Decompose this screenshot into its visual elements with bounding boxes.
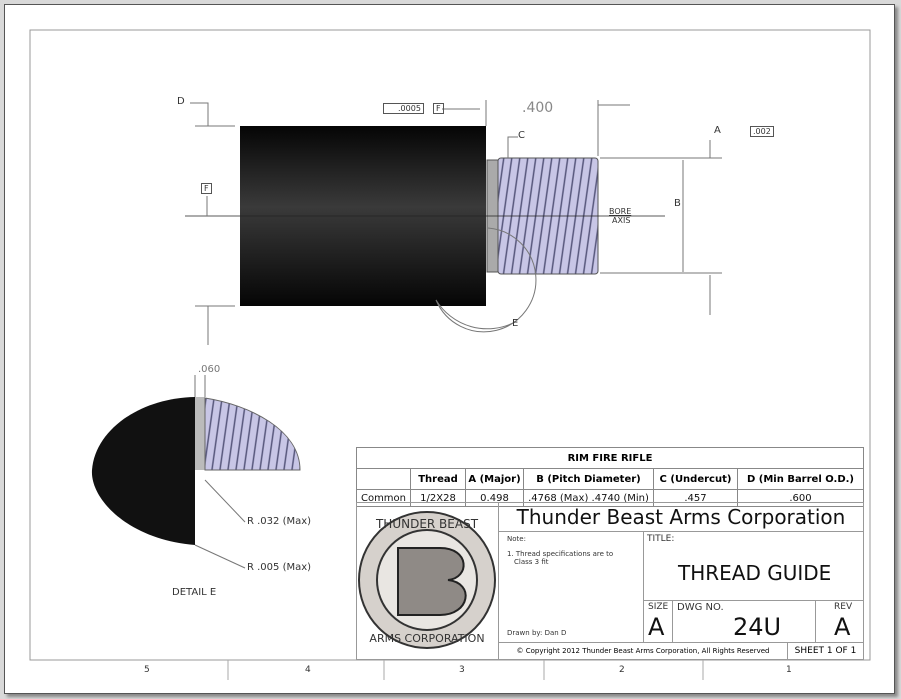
flatness-tolerance: .0005 <box>383 103 424 114</box>
col-header: B (Pitch Diameter) <box>523 468 654 490</box>
detail-barrel <box>91 397 195 545</box>
dim-length: .400 <box>522 100 554 116</box>
note-cell: Note: 1. Thread specifications are to Cl… <box>498 531 644 643</box>
rev-value: A <box>834 613 851 641</box>
size-value: A <box>648 613 665 641</box>
drawn-by: Drawn by: Dan D <box>507 629 567 637</box>
col-header: C (Undercut) <box>653 468 738 490</box>
table-row: Common 1/2X28 0.498 .4768 (Max) .4740 (M… <box>356 489 864 507</box>
zone-5: 5 <box>144 665 150 675</box>
col-header: A (Major) <box>465 468 524 490</box>
dim-d: D <box>177 96 185 107</box>
inner-frame <box>29 29 871 661</box>
radius-2: R .005 (Max) <box>247 562 312 573</box>
note-label: Note: <box>507 535 526 543</box>
company-name: Thunder Beast Arms Corporation <box>498 502 864 532</box>
dim-a: A <box>714 125 721 136</box>
col-header: D (Min Barrel O.D.) <box>737 468 864 490</box>
logo-cell <box>356 502 499 660</box>
svg-text:ARMS CORPORATION: ARMS CORPORATION <box>369 632 484 645</box>
dim-c: C <box>518 130 525 141</box>
drawing-title: THREAD GUIDE <box>678 561 832 585</box>
rev-label: REV <box>834 602 853 612</box>
radius-1: R .032 (Max) <box>247 516 312 527</box>
dwg-number: 24U <box>733 613 782 641</box>
dim-b: B <box>674 198 681 209</box>
thread-spec-table: RIM FIRE RIFLE Thread A (Major) B (Pitch… <box>356 447 864 507</box>
datum-ref-f: F <box>433 103 444 114</box>
company-logo: THUNDER BEAST ARMS CORPORATION <box>358 511 496 649</box>
bore-label: BORE <box>609 207 632 216</box>
table-title: RIM FIRE RIFLE <box>356 447 864 469</box>
zone-3: 3 <box>459 665 465 675</box>
col-header <box>356 468 411 490</box>
runout-tolerance: .002 <box>750 126 774 137</box>
axis-label: AXIS <box>612 216 631 225</box>
zone-2: 2 <box>619 665 625 675</box>
detail-threads <box>204 397 301 471</box>
dwg-cell: DWG NO. 24U <box>672 600 816 643</box>
detail-label: DETAIL E <box>172 587 217 598</box>
sheet-number: SHEET 1 OF 1 <box>787 642 864 660</box>
detail-width: .060 <box>198 364 221 375</box>
title-cell: TITLE: THREAD GUIDE <box>643 531 864 601</box>
zone-4: 4 <box>305 665 311 675</box>
note-text: 1. Thread specifications are to <box>507 550 614 558</box>
dwg-label: DWG NO. <box>677 602 724 613</box>
size-label: SIZE <box>648 602 669 612</box>
datum-f: F <box>201 183 212 194</box>
detail-callout-e: E <box>512 318 519 329</box>
svg-text:THUNDER BEAST: THUNDER BEAST <box>375 517 479 531</box>
zone-1: 1 <box>786 665 792 675</box>
title-label: TITLE: <box>647 534 675 544</box>
col-header: Thread <box>410 468 466 490</box>
size-cell: SIZE A <box>643 600 673 643</box>
copyright: © Copyright 2012 Thunder Beast Arms Corp… <box>498 642 788 660</box>
rev-cell: REV A <box>815 600 864 643</box>
note-text-cont: Class 3 fit <box>514 558 549 566</box>
